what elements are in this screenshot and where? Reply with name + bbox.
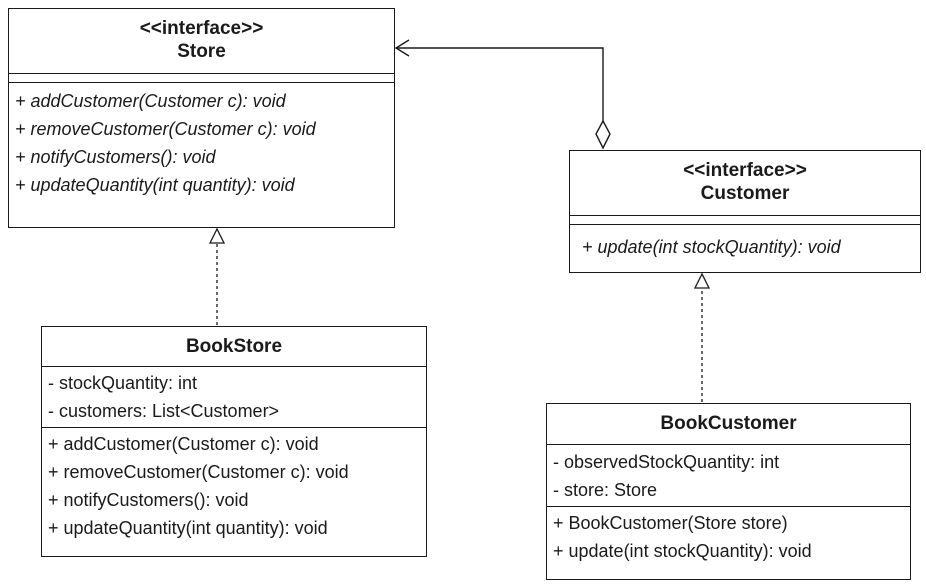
bookstore-operation: + addCustomer(Customer c): void: [48, 434, 319, 454]
bookcustomer-class-name: BookCustomer: [547, 404, 910, 445]
bookstore-attribute: - customers: List<Customer>: [48, 401, 280, 421]
store-operations-compartment: + addCustomer(Customer c): void + remove…: [9, 83, 394, 199]
bookstore-operation: + updateQuantity(int quantity): void: [48, 518, 328, 538]
bookcustomer-attribute: - store: Store: [553, 480, 658, 500]
bookcustomer-attributes-compartment: - observedStockQuantity: int - store: St…: [547, 445, 910, 507]
customer-stereotype: <<interface>>: [683, 160, 807, 181]
store-class-name: Store: [177, 41, 226, 62]
bookstore-class-box: BookStore - stockQuantity: int - custome…: [41, 326, 427, 557]
store-operation: + addCustomer(Customer c): void: [15, 91, 286, 111]
bookcustomer-realization-arrowhead: [693, 272, 711, 289]
customer-operations-compartment: + update(int stockQuantity): void: [570, 225, 920, 261]
bookstore-operation: + removeCustomer(Customer c): void: [48, 462, 349, 482]
bookstore-operation: + notifyCustomers(): void: [48, 490, 249, 510]
customer-interface-box: <<interface>> Customer + update(int stoc…: [569, 150, 921, 273]
aggregation-open-arrowhead: [394, 39, 410, 57]
store-attributes-compartment: [9, 73, 394, 83]
bookcustomer-class-box: BookCustomer - observedStockQuantity: in…: [546, 403, 911, 580]
store-interface-box: <<interface>> Store + addCustomer(Custom…: [8, 8, 395, 228]
store-operation: + notifyCustomers(): void: [15, 147, 216, 167]
bookcustomer-attribute: - observedStockQuantity: int: [553, 452, 780, 472]
bookstore-attributes-compartment: - stockQuantity: int - customers: List<C…: [42, 367, 426, 428]
bookstore-attribute: - stockQuantity: int: [48, 373, 198, 393]
bookcustomer-operation: + BookCustomer(Store store): [553, 513, 788, 533]
bookcustomer-operations-compartment: + BookCustomer(Store store) + update(int…: [547, 507, 910, 565]
store-header: <<interface>> Store: [9, 9, 394, 73]
customer-attributes-compartment: [570, 215, 920, 225]
customer-header: <<interface>> Customer: [570, 151, 920, 215]
bookcustomer-operation: + update(int stockQuantity): void: [553, 541, 812, 561]
store-operation: + updateQuantity(int quantity): void: [15, 175, 295, 195]
customer-operation: + update(int stockQuantity): void: [582, 237, 841, 257]
bookstore-realization-arrowhead: [208, 227, 226, 244]
customer-class-name: Customer: [700, 183, 790, 204]
store-stereotype: <<interface>>: [139, 18, 264, 39]
aggregation-line: [397, 47, 604, 121]
bookstore-class-name: BookStore: [42, 327, 426, 367]
bookstore-operations-compartment: + addCustomer(Customer c): void + remove…: [42, 428, 426, 542]
store-operation: + removeCustomer(Customer c): void: [15, 119, 316, 139]
aggregation-diamond: [595, 119, 611, 150]
